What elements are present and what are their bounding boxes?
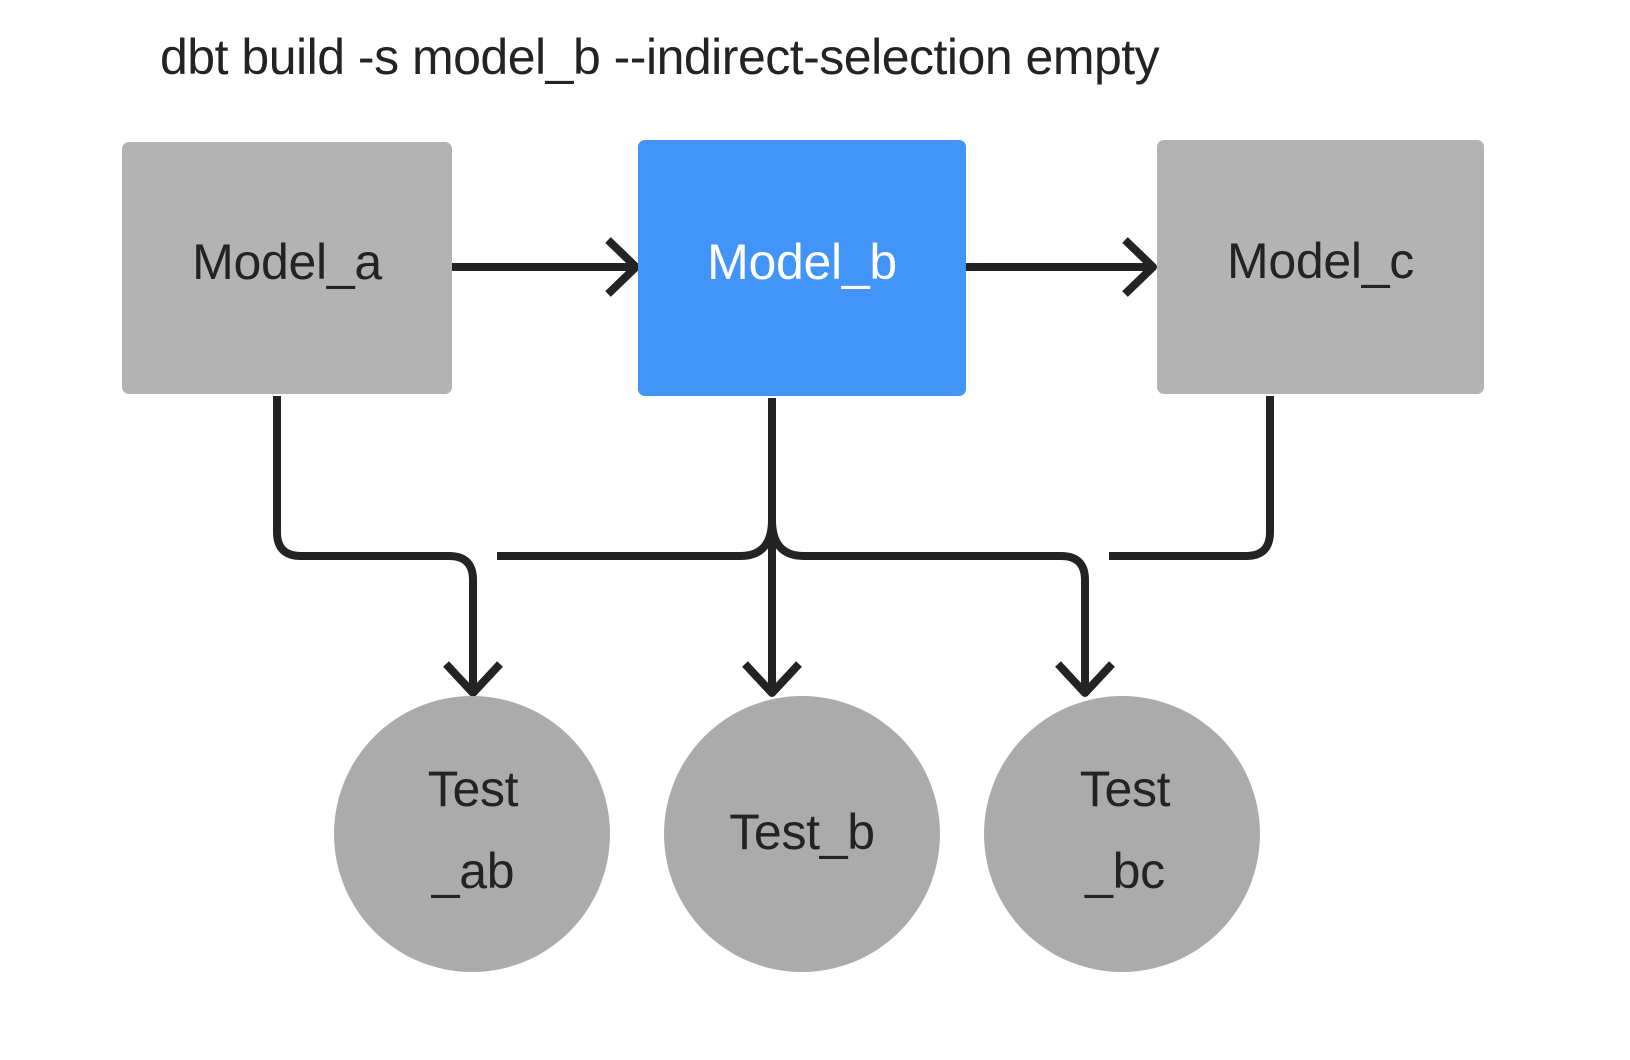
node-test-ab[interactable]: Test _ab	[334, 696, 610, 972]
node-test-b[interactable]: Test_b	[664, 696, 940, 972]
node-test-bc[interactable]: Test _bc	[984, 696, 1260, 972]
arrowhead-model-c	[1122, 237, 1157, 297]
node-test-b-label: Test_b	[729, 804, 875, 860]
node-model-a-label: Model_a	[192, 234, 382, 290]
arrowhead-test-ab	[443, 661, 503, 697]
node-model-a[interactable]: Model_a	[122, 142, 452, 394]
edge-model-a-to-test-ab	[273, 396, 477, 690]
edge-model-c-to-test-bc	[1109, 396, 1274, 560]
arrowhead-test-b	[742, 661, 802, 697]
diagram-title: dbt build -s model_b --indirect-selectio…	[160, 29, 1160, 85]
arrowhead-model-b	[605, 237, 640, 297]
node-model-b[interactable]: Model_b	[638, 140, 966, 396]
node-model-c[interactable]: Model_c	[1157, 140, 1484, 394]
node-test-ab-label: Test _ab	[427, 761, 519, 899]
edge-model-b-to-test-bc	[768, 519, 1089, 690]
node-model-b-label: Model_b	[707, 234, 897, 290]
node-model-c-label: Model_c	[1227, 233, 1414, 289]
edge-model-b-to-test-ab	[497, 519, 776, 560]
arrowhead-test-bc	[1055, 661, 1115, 697]
node-test-bc-label: Test _bc	[1079, 761, 1171, 899]
